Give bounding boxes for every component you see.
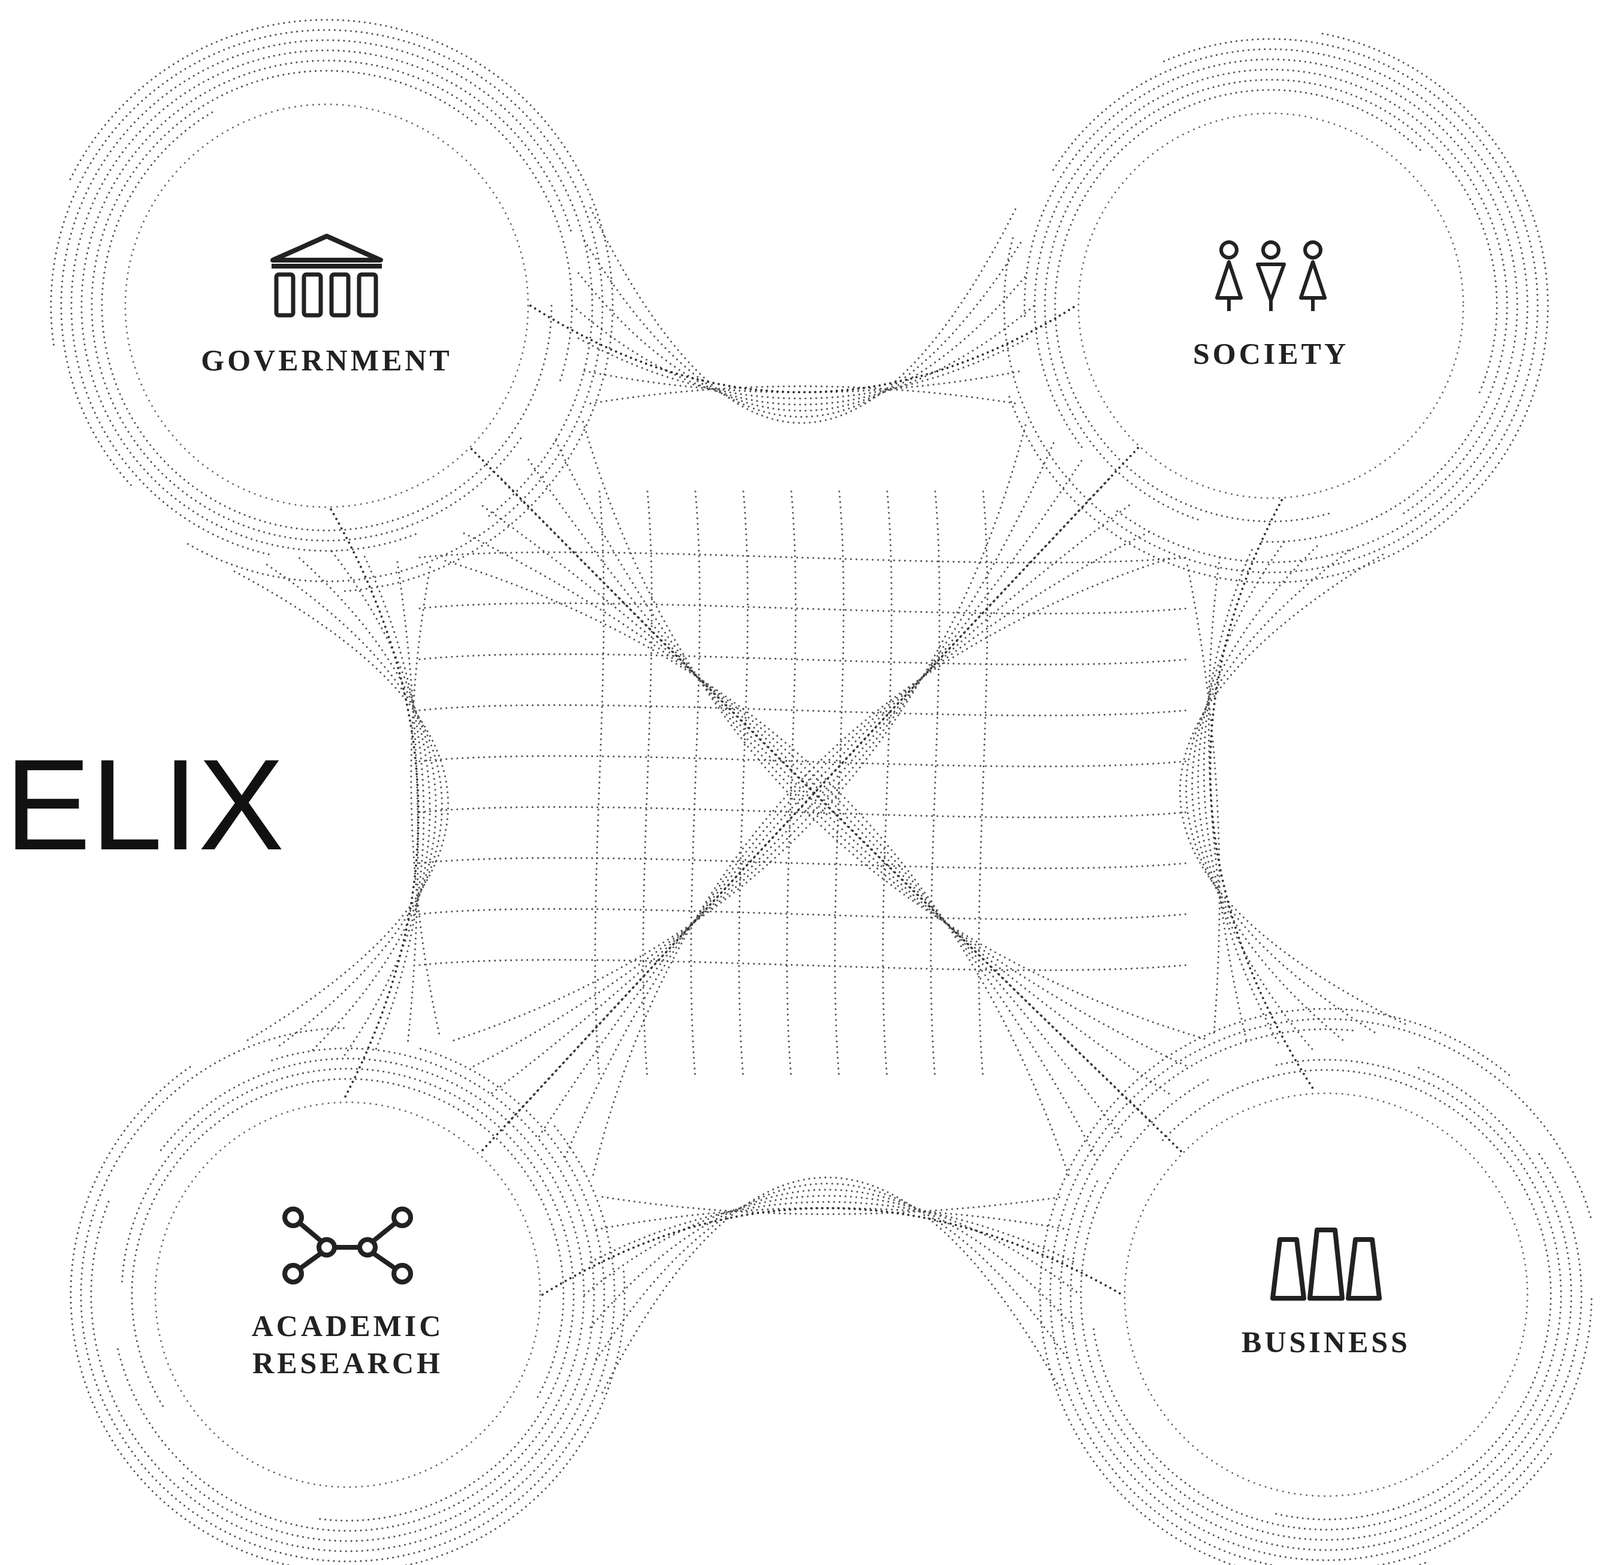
dotted-loop bbox=[584, 1195, 1081, 1295]
dotted-loop bbox=[419, 908, 1187, 919]
dotted-loop bbox=[565, 532, 1150, 1158]
dotted-loop bbox=[578, 338, 1029, 399]
dotted-loop bbox=[596, 1207, 1069, 1230]
dotted-loop bbox=[70, 1065, 625, 1565]
dotted-loop bbox=[419, 959, 1187, 970]
dotted-loop bbox=[1092, 1059, 1562, 1530]
dotted-circle bbox=[122, 101, 531, 510]
dotted-loop bbox=[71, 50, 572, 555]
node-icon bbox=[1267, 1227, 1385, 1303]
dotted-loop bbox=[463, 533, 1098, 1160]
society-circle: SOCIETY bbox=[1076, 110, 1466, 501]
dotted-loop bbox=[419, 654, 1187, 665]
dotted-loop bbox=[117, 1058, 584, 1532]
dotted-loop bbox=[1180, 554, 1410, 1026]
dotted-loop bbox=[643, 491, 652, 1080]
dotted-connector bbox=[1210, 499, 1315, 1092]
dotted-loop bbox=[590, 386, 1017, 404]
academic-research-circle: ACADEMIC RESEARCH bbox=[152, 1100, 543, 1490]
dotted-loop bbox=[411, 567, 441, 1038]
dotted-loop bbox=[572, 305, 1035, 405]
dotted-connector bbox=[330, 509, 419, 1101]
dotted-loop bbox=[332, 551, 430, 1059]
dotted-loop bbox=[528, 459, 1171, 1095]
dotted-loop bbox=[590, 1189, 1075, 1328]
dotted-loop bbox=[1050, 1019, 1593, 1565]
dotted-loop bbox=[835, 491, 844, 1080]
dotted-loop bbox=[122, 1068, 574, 1521]
dotted-loop bbox=[584, 240, 1023, 417]
dotted-loop bbox=[419, 806, 1187, 818]
dotted-loop bbox=[80, 1028, 615, 1562]
dotted-loop bbox=[1080, 1067, 1572, 1541]
dotted-loop bbox=[739, 491, 748, 1080]
dotted-loop bbox=[509, 478, 1110, 1122]
dotted-loop bbox=[1198, 541, 1313, 1050]
dotted-loop bbox=[602, 1177, 1063, 1393]
dotted-loop bbox=[419, 603, 1187, 614]
node-icon bbox=[266, 231, 387, 321]
node-label: BUSINESS bbox=[1237, 1322, 1415, 1363]
dotted-loop bbox=[691, 491, 700, 1080]
dotted-loop bbox=[419, 704, 1187, 716]
dotted-connector bbox=[542, 1208, 1123, 1295]
dotted-loop bbox=[419, 857, 1187, 869]
dotted-circle bbox=[152, 1100, 543, 1490]
dotted-loop bbox=[596, 1183, 1069, 1361]
dotted-loop bbox=[537, 505, 1129, 1140]
dotted-loop bbox=[299, 558, 437, 1053]
dotted-loop bbox=[419, 552, 1187, 563]
dotted-loop bbox=[1208, 557, 1247, 1041]
node-icon bbox=[281, 1206, 415, 1286]
dotted-loop bbox=[91, 1049, 605, 1552]
dotted-loop bbox=[501, 478, 1151, 1122]
dotted-loop bbox=[61, 40, 593, 517]
dotted-loop bbox=[787, 491, 796, 1080]
dotted-loop bbox=[81, 60, 572, 551]
dotted-connector bbox=[480, 448, 1138, 1153]
node-label: SOCIETY bbox=[1189, 333, 1353, 375]
dotted-loop bbox=[584, 371, 1023, 393]
dotted-loop bbox=[978, 491, 988, 1080]
node-label: GOVERNMENT bbox=[197, 340, 456, 381]
dotted-loop bbox=[578, 273, 1029, 412]
dotted-loop bbox=[590, 1201, 1075, 1262]
dotted-loop bbox=[1060, 1029, 1592, 1561]
dotted-loop bbox=[397, 562, 418, 1045]
node-label: ACADEMIC RESEARCH bbox=[218, 1306, 478, 1384]
dotted-loop bbox=[1044, 79, 1497, 520]
government-circle: GOVERNMENT bbox=[122, 101, 531, 510]
dotted-loop bbox=[590, 208, 1017, 424]
dotted-connector bbox=[530, 305, 1077, 393]
dotted-loop bbox=[445, 561, 1071, 1180]
dotted-loop bbox=[1034, 69, 1508, 542]
title-fragment: ELIX bbox=[4, 740, 285, 870]
business-circle: BUSINESS bbox=[1122, 1091, 1530, 1499]
dotted-loop bbox=[450, 425, 1026, 1042]
dotted-loop bbox=[469, 443, 1054, 1069]
dotted-circle bbox=[1122, 1091, 1530, 1499]
dotted-loop bbox=[266, 564, 442, 1048]
dotted-loop bbox=[1192, 546, 1345, 1042]
dotted-loop bbox=[1024, 59, 1518, 516]
dotted-loop bbox=[592, 558, 1169, 1176]
dotted-loop bbox=[1053, 49, 1528, 563]
dotted-loop bbox=[1203, 549, 1280, 1045]
dotted-loop bbox=[1004, 38, 1538, 573]
dotted-loop bbox=[602, 1197, 1063, 1215]
dotted-loop bbox=[1187, 565, 1220, 1037]
node-icon bbox=[1210, 237, 1331, 314]
dotted-loop bbox=[419, 755, 1187, 767]
dotted-loop bbox=[883, 491, 892, 1080]
dotted-loop bbox=[930, 491, 940, 1080]
dotted-loop bbox=[1186, 550, 1377, 1034]
